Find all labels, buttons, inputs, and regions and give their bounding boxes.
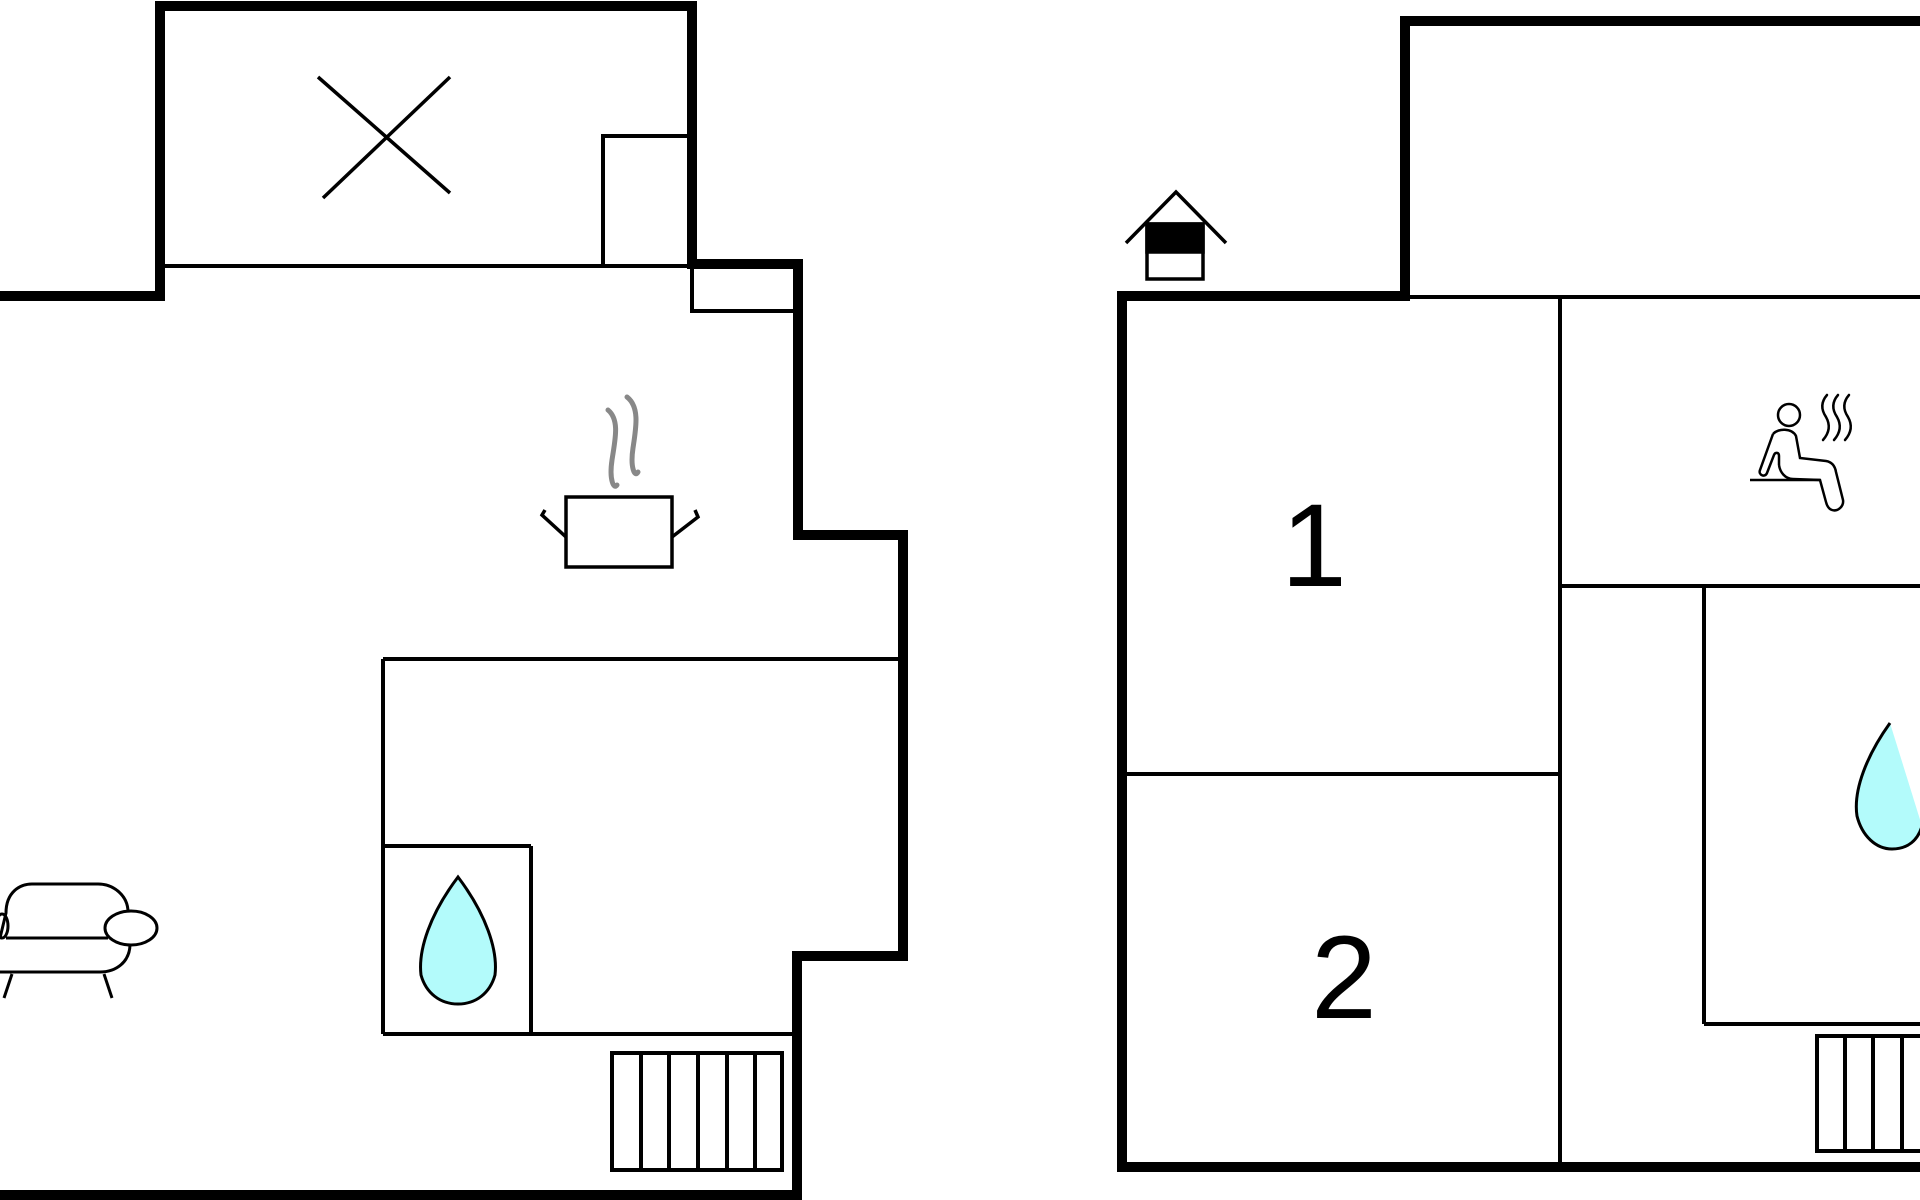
sofa-icon bbox=[0, 882, 159, 999]
room-number-1: 1 bbox=[1281, 480, 1347, 612]
water-drop-icon bbox=[1854, 722, 1920, 851]
radiator-icon bbox=[1815, 1034, 1920, 1153]
right-floor-interior-walls bbox=[1126, 295, 1920, 1164]
floor-plan-left bbox=[0, 1, 908, 1200]
no-access-x-icon bbox=[316, 75, 452, 200]
room-number-2: 2 bbox=[1311, 912, 1377, 1044]
top-room-outline bbox=[160, 134, 694, 268]
cooking-pot-icon bbox=[539, 394, 701, 569]
sauna-person-icon bbox=[1750, 393, 1852, 512]
right-floor-outer-wall bbox=[1117, 16, 1920, 1172]
house-entrance-icon bbox=[1124, 189, 1228, 281]
water-drop-icon bbox=[419, 874, 497, 1006]
left-floor-outer-wall bbox=[0, 1, 908, 1200]
radiator-icon bbox=[610, 1051, 784, 1172]
small-storage-box bbox=[690, 266, 797, 313]
floor-plan-right: 1 2 bbox=[1117, 16, 1920, 1172]
bathroom-block-outline bbox=[381, 657, 901, 1036]
